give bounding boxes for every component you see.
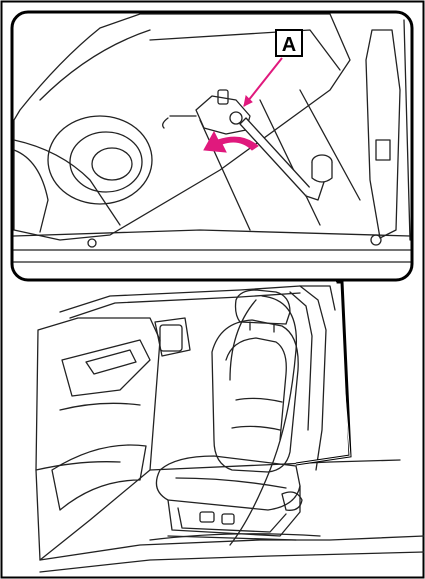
b-pillar-edge <box>290 292 312 430</box>
door-handle-recess <box>60 403 140 410</box>
floor-line <box>150 460 400 470</box>
detail-inset: A <box>12 12 412 280</box>
seat-side-shield <box>178 508 286 532</box>
leader-line <box>296 282 350 464</box>
wrench-socket-body <box>312 162 332 182</box>
open-door-panel <box>36 318 160 560</box>
wire-harness-2 <box>230 300 256 380</box>
b-pillar <box>300 286 326 470</box>
door-window-switch-panel <box>86 350 136 374</box>
rocker-sill-lower <box>40 552 424 572</box>
seat-cushion-seam <box>176 478 286 488</box>
seat-switch <box>222 514 234 524</box>
seat-lever <box>200 512 214 522</box>
door-speaker-grille <box>160 325 182 351</box>
seat-back <box>212 320 298 472</box>
seat-back-bolster-line <box>226 338 286 440</box>
door-pocket <box>52 445 146 510</box>
car-interior-scene <box>36 286 424 572</box>
door-armrest <box>62 340 150 396</box>
seat-back-seam-2 <box>232 426 280 430</box>
door-bottom-trim <box>36 462 120 470</box>
seat-back-seam <box>236 398 282 402</box>
callout-label: A <box>282 34 296 56</box>
rocker-sill <box>40 536 424 560</box>
seat-cushion <box>156 456 300 510</box>
